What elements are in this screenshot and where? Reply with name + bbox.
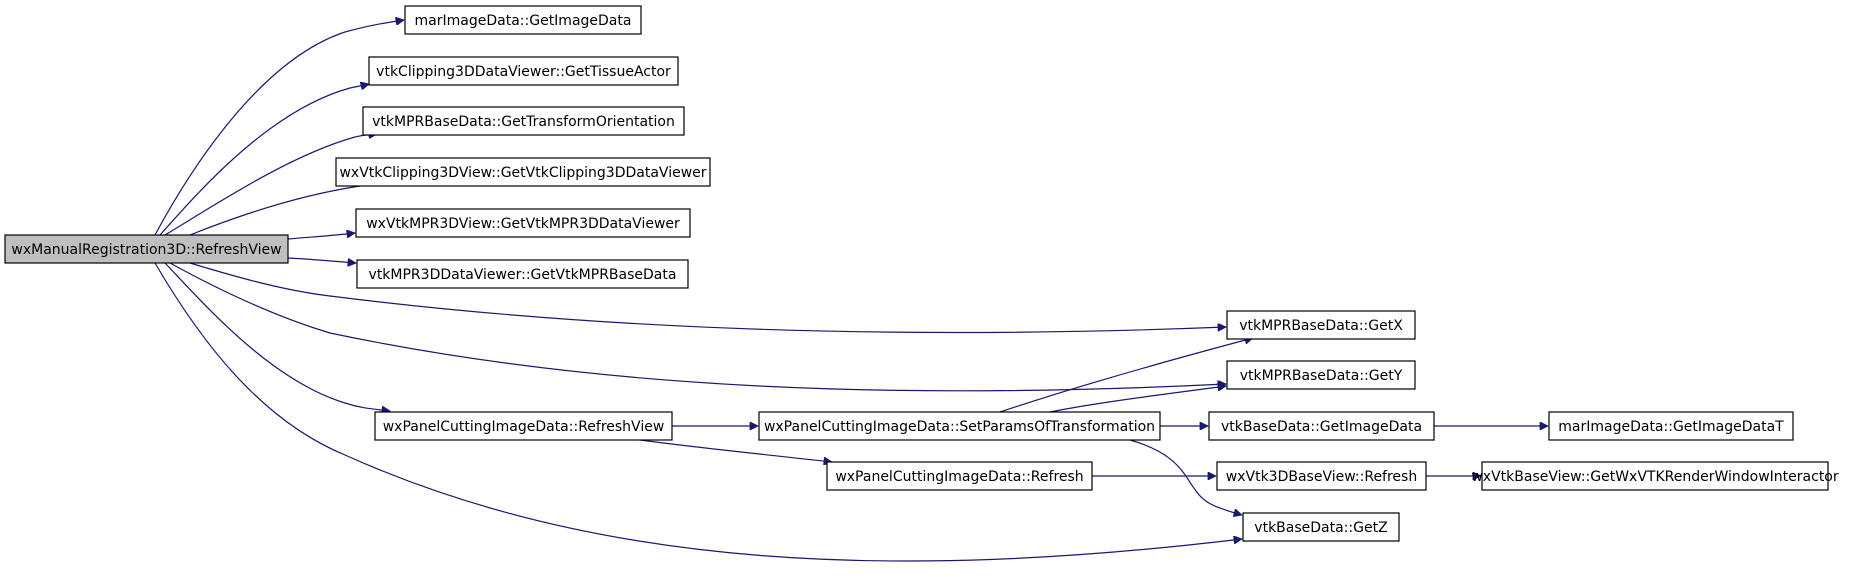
node-n4[interactable]: wxVtkClipping3DView::GetVtkClipping3DDat…: [335, 157, 711, 187]
node-label: vtkBaseData::GetZ: [1254, 520, 1387, 536]
edge-n0-n2: [159, 84, 369, 236]
node-n9[interactable]: wxPanelCuttingImageData::RefreshView: [374, 411, 673, 441]
node-label: marImageData::GetImageData: [415, 13, 632, 29]
node-label: wxVtkMPR3DView::GetVtkMPR3DDataViewer: [366, 216, 680, 232]
edge-n10-n8: [1049, 386, 1226, 413]
node-label: vtkMPRBaseData::GetTransformOrientation: [372, 114, 675, 130]
node-box[interactable]: [1208, 411, 1435, 441]
node-n15[interactable]: wxVtkBaseView::GetWxVTKRenderWindowInter…: [1471, 461, 1839, 491]
node-box[interactable]: [1548, 411, 1794, 441]
node-label: wxManualRegistration3D::RefreshView: [11, 242, 281, 258]
node-n11[interactable]: vtkBaseData::GetImageData: [1208, 411, 1435, 441]
node-label: wxVtkClipping3DView::GetVtkClipping3DDat…: [339, 165, 706, 181]
node-box[interactable]: [1481, 461, 1829, 491]
edge-n10-n16: [1129, 439, 1242, 515]
node-label: vtkMPR3DDataViewer::GetVtkMPRBaseData: [369, 267, 677, 283]
node-box[interactable]: [758, 411, 1161, 441]
edge-n0-n8: [169, 262, 1226, 392]
node-n2[interactable]: vtkClipping3DDataViewer::GetTissueActor: [368, 56, 679, 86]
node-box[interactable]: [1216, 461, 1427, 491]
node-label: marImageData::GetImageDataT: [1558, 419, 1784, 435]
node-box[interactable]: [1226, 360, 1416, 390]
node-label: vtkClipping3DDataViewer::GetTissueActor: [376, 64, 671, 80]
node-label: wxPanelCuttingImageData::SetParamsOfTran…: [764, 419, 1155, 435]
node-label: vtkBaseData::GetImageData: [1221, 419, 1422, 435]
edge-n0-n7: [189, 262, 1226, 334]
node-n5[interactable]: wxVtkMPR3DView::GetVtkMPR3DDataViewer: [355, 208, 691, 238]
edge-n0-n6: [287, 257, 356, 263]
node-n12[interactable]: marImageData::GetImageDataT: [1548, 411, 1794, 441]
edge-n10-n7: [999, 338, 1253, 413]
node-n0[interactable]: wxManualRegistration3D::RefreshView: [4, 234, 289, 264]
node-box[interactable]: [368, 56, 679, 86]
edges-layer: [154, 20, 1548, 562]
edge-n0-n1: [154, 20, 404, 236]
node-n3[interactable]: vtkMPRBaseData::GetTransformOrientation: [362, 106, 685, 136]
node-label: vtkMPRBaseData::GetY: [1240, 368, 1403, 384]
node-n10[interactable]: wxPanelCuttingImageData::SetParamsOfTran…: [758, 411, 1161, 441]
edge-n0-n16: [154, 262, 1242, 562]
node-n16[interactable]: vtkBaseData::GetZ: [1242, 512, 1400, 542]
node-label: wxPanelCuttingImageData::Refresh: [835, 469, 1083, 485]
node-box[interactable]: [335, 157, 711, 187]
node-n1[interactable]: marImageData::GetImageData: [404, 5, 642, 35]
node-box[interactable]: [356, 259, 689, 289]
node-box[interactable]: [404, 5, 642, 35]
node-label: wxPanelCuttingImageData::RefreshView: [383, 419, 665, 435]
node-box[interactable]: [4, 234, 289, 264]
node-n7[interactable]: vtkMPRBaseData::GetX: [1226, 310, 1416, 340]
node-box[interactable]: [374, 411, 673, 441]
edge-n9-n13: [639, 439, 832, 462]
edge-n0-n9: [164, 262, 390, 411]
node-box[interactable]: [1242, 512, 1400, 542]
node-box[interactable]: [1226, 310, 1416, 340]
node-n6[interactable]: vtkMPR3DDataViewer::GetVtkMPRBaseData: [356, 259, 689, 289]
node-label: vtkMPRBaseData::GetX: [1239, 318, 1403, 334]
nodes-layer: wxManualRegistration3D::RefreshViewmarIm…: [4, 5, 1839, 542]
node-label: wxVtk3DBaseView::Refresh: [1226, 469, 1417, 485]
node-n8[interactable]: vtkMPRBaseData::GetY: [1226, 360, 1416, 390]
node-box[interactable]: [355, 208, 691, 238]
node-n13[interactable]: wxPanelCuttingImageData::Refresh: [826, 461, 1093, 491]
node-box[interactable]: [826, 461, 1093, 491]
node-label: wxVtkBaseView::GetWxVTKRenderWindowInter…: [1471, 469, 1839, 485]
node-box[interactable]: [362, 106, 685, 136]
node-n14[interactable]: wxVtk3DBaseView::Refresh: [1216, 461, 1427, 491]
edge-n0-n5: [287, 233, 355, 240]
